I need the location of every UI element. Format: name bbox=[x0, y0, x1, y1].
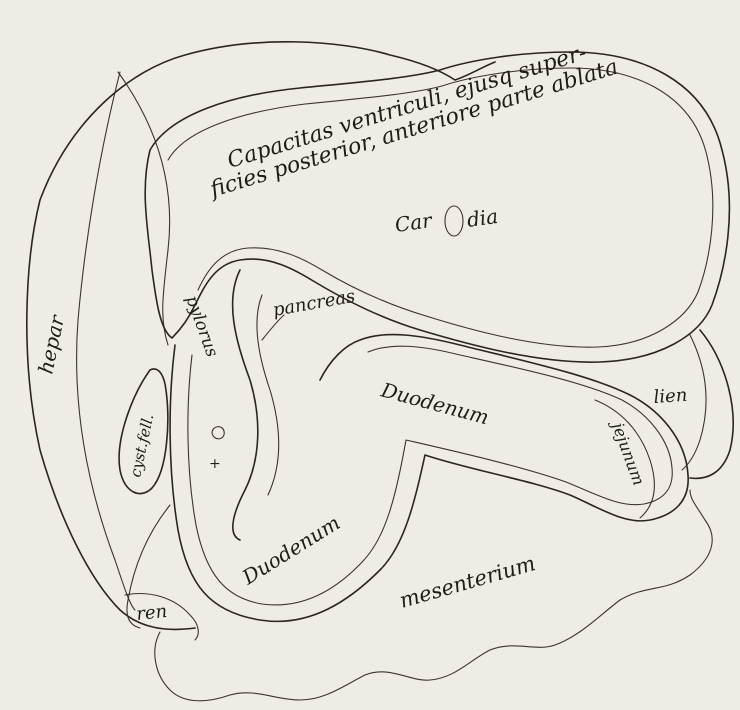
label-mesenterium: mesenterium bbox=[397, 551, 538, 613]
label-cardia-right: dia bbox=[465, 204, 499, 232]
spleen-outline bbox=[690, 330, 733, 478]
label-capacitas-line2: ficies posterior, anteriore parte ablata bbox=[206, 55, 622, 204]
pancreas-inner bbox=[257, 295, 279, 495]
pylorus-ring-icon bbox=[212, 427, 224, 439]
label-marker: + bbox=[209, 456, 221, 472]
liver-inner-edge bbox=[77, 72, 135, 610]
label-hepar: hepar bbox=[33, 312, 69, 376]
cardia-opening bbox=[445, 206, 463, 236]
label-jejunum: jejunum bbox=[607, 417, 648, 488]
pancreas-outline bbox=[233, 270, 258, 540]
label-cyst-fell: cyst.fell. bbox=[126, 412, 157, 479]
label-cardia-left: Car bbox=[393, 208, 434, 237]
label-ren: ren bbox=[135, 601, 168, 625]
label-duodenum-lower: Duodenum bbox=[237, 510, 344, 589]
label-capacitas-line1: Capacitas ventriculi, ejusq super- bbox=[224, 40, 589, 173]
label-lien: lien bbox=[653, 385, 688, 408]
liver-mid-line bbox=[118, 72, 170, 345]
label-duodenum-upper: Duodenum bbox=[378, 377, 492, 429]
label-pancreas: pancreas bbox=[271, 286, 357, 321]
label-pylorus: pylorus bbox=[181, 293, 222, 360]
